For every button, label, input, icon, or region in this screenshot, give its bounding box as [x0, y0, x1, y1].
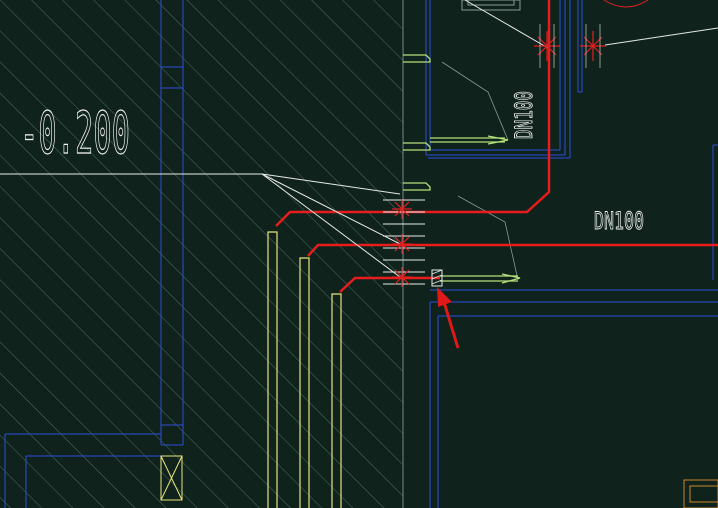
pipe-label-vertical: DN100: [510, 91, 538, 139]
blue-room-outlines: [425, 0, 718, 508]
hatched-wall-area: [0, 0, 403, 508]
green-pipe-fittings: [403, 54, 521, 284]
red-pipes: [275, 0, 718, 293]
top-fixture-rect: [461, 0, 521, 11]
pipe-label-horizontal: DN100: [594, 207, 644, 235]
gray-guide-lines: [441, 61, 519, 281]
ladder-lines: [383, 199, 425, 285]
blue-column-lines: [4, 0, 184, 508]
red-star-markers: [392, 24, 606, 287]
elevation-text: -0.200: [20, 99, 130, 167]
pipe-end-terminal: [431, 269, 443, 287]
red-arrow-icon: [437, 287, 460, 349]
top-fixture-circle: [603, 0, 649, 8]
orange-box-symbol: [683, 479, 718, 508]
yellow-riser-pipes: [267, 231, 342, 508]
cross-box-symbol: [160, 455, 183, 501]
leader-lines: [0, 0, 718, 278]
